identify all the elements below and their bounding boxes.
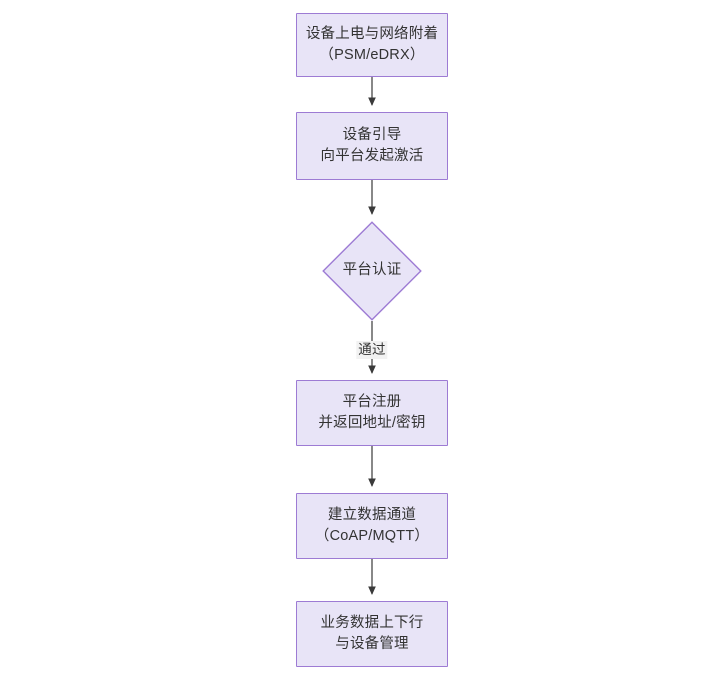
node-label-platform-auth: 平台认证 (342, 262, 402, 279)
node-business-data-and-device-mgmt[interactable]: 业务数据上下行 与设备管理 (296, 601, 448, 667)
node-establish-data-channel[interactable]: 建立数据通道 （CoAP/MQTT） (296, 493, 448, 559)
node-label-business-data-and-device-mgmt: 业务数据上下行 与设备管理 (320, 614, 424, 652)
node-platform-auth-decision[interactable]: 平台认证 (322, 221, 422, 321)
node-label-establish-data-channel: 建立数据通道 （CoAP/MQTT） (314, 506, 430, 544)
node-label-device-bootstrap: 设备引导 向平台发起激活 (320, 126, 424, 164)
node-platform-register[interactable]: 平台注册 并返回地址/密钥 (296, 380, 448, 446)
node-label-platform-register: 平台注册 并返回地址/密钥 (318, 393, 426, 431)
node-device-bootstrap[interactable]: 设备引导 向平台发起激活 (296, 112, 448, 180)
node-device-power-on[interactable]: 设备上电与网络附着 （PSM/eDRX） (296, 13, 448, 77)
node-label-device-power-on: 设备上电与网络附着 （PSM/eDRX） (305, 25, 439, 63)
edge-label-pass: 通过 (356, 341, 388, 360)
diamond-shape-icon (322, 221, 422, 321)
